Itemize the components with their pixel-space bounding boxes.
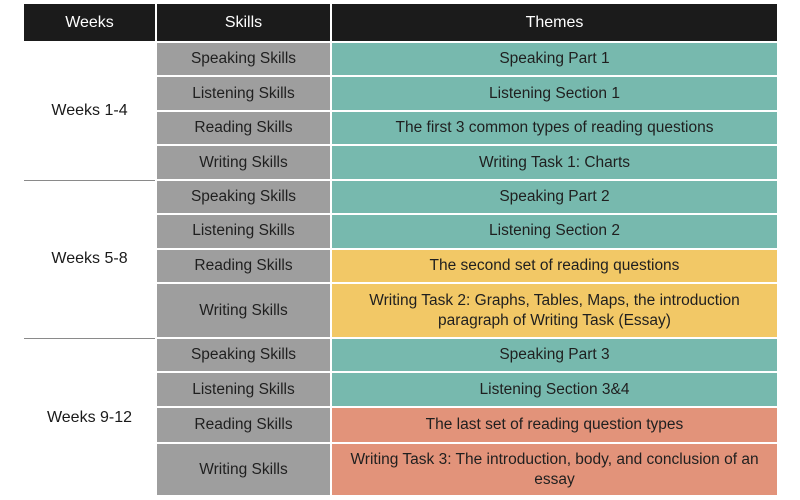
- weeks-label: Weeks 9-12: [24, 338, 155, 497]
- theme-cell: The first 3 common types of reading ques…: [330, 111, 777, 147]
- table-row: Listening Skills Listening Section 3&4: [24, 373, 777, 408]
- theme-cell: Speaking Part 3: [330, 338, 777, 374]
- skill-cell: Reading Skills: [155, 249, 330, 285]
- skill-cell: Writing Skills: [155, 444, 330, 497]
- table-row: Weeks 1-4 Speaking Skills Speaking Part …: [24, 43, 777, 181]
- skill-cell: Listening Skills: [155, 373, 330, 408]
- header-skills: Skills: [155, 4, 330, 43]
- skill-cell: Reading Skills: [155, 111, 330, 147]
- schedule-table: Weeks Skills Themes Weeks 1-4 Speaking S…: [24, 4, 777, 497]
- theme-cell: Listening Section 3&4: [330, 373, 777, 408]
- table-header-row: Weeks Skills Themes: [24, 4, 777, 43]
- table-row: Listening Skills Listening Section 1: [24, 77, 777, 112]
- table-row: Writing Skills Writing Task 3: The intro…: [24, 444, 777, 497]
- skill-cell: Reading Skills: [155, 407, 330, 445]
- table-row: Reading Skills The first 3 common types …: [24, 111, 777, 147]
- skill-cell: Writing Skills: [155, 284, 330, 339]
- header-weeks: Weeks: [24, 4, 155, 43]
- weeks-label: Weeks 1-4: [24, 43, 155, 181]
- header-themes: Themes: [330, 4, 777, 43]
- skill-cell: Speaking Skills: [155, 43, 330, 78]
- theme-cell: Speaking Part 2: [330, 180, 777, 216]
- skill-cell: Writing Skills: [155, 146, 330, 181]
- theme-cell: The last set of reading question types: [330, 407, 777, 445]
- table-row: Listening Skills Listening Section 2: [24, 215, 777, 250]
- skill-cell: Listening Skills: [155, 77, 330, 112]
- table-row: Reading Skills The second set of reading…: [24, 249, 777, 285]
- theme-cell: Listening Section 2: [330, 215, 777, 250]
- table-row: Weeks 5-8 Speaking Skills Speaking Part …: [24, 180, 777, 339]
- theme-cell: The second set of reading questions: [330, 249, 777, 285]
- table-row: Writing Skills Writing Task 1: Charts: [24, 146, 777, 181]
- weeks-label: Weeks 5-8: [24, 180, 155, 339]
- table-row: Weeks 9-12 Speaking Skills Speaking Part…: [24, 338, 777, 497]
- theme-cell: Writing Task 1: Charts: [330, 146, 777, 181]
- table-row: Writing Skills Writing Task 2: Graphs, T…: [24, 284, 777, 339]
- skill-cell: Listening Skills: [155, 215, 330, 250]
- skill-cell: Speaking Skills: [155, 338, 330, 374]
- theme-cell: Speaking Part 1: [330, 43, 777, 78]
- theme-cell: Writing Task 3: The introduction, body, …: [330, 444, 777, 497]
- skill-cell: Speaking Skills: [155, 180, 330, 216]
- theme-cell: Listening Section 1: [330, 77, 777, 112]
- table-row: Reading Skills The last set of reading q…: [24, 407, 777, 445]
- theme-cell: Writing Task 2: Graphs, Tables, Maps, th…: [330, 284, 777, 339]
